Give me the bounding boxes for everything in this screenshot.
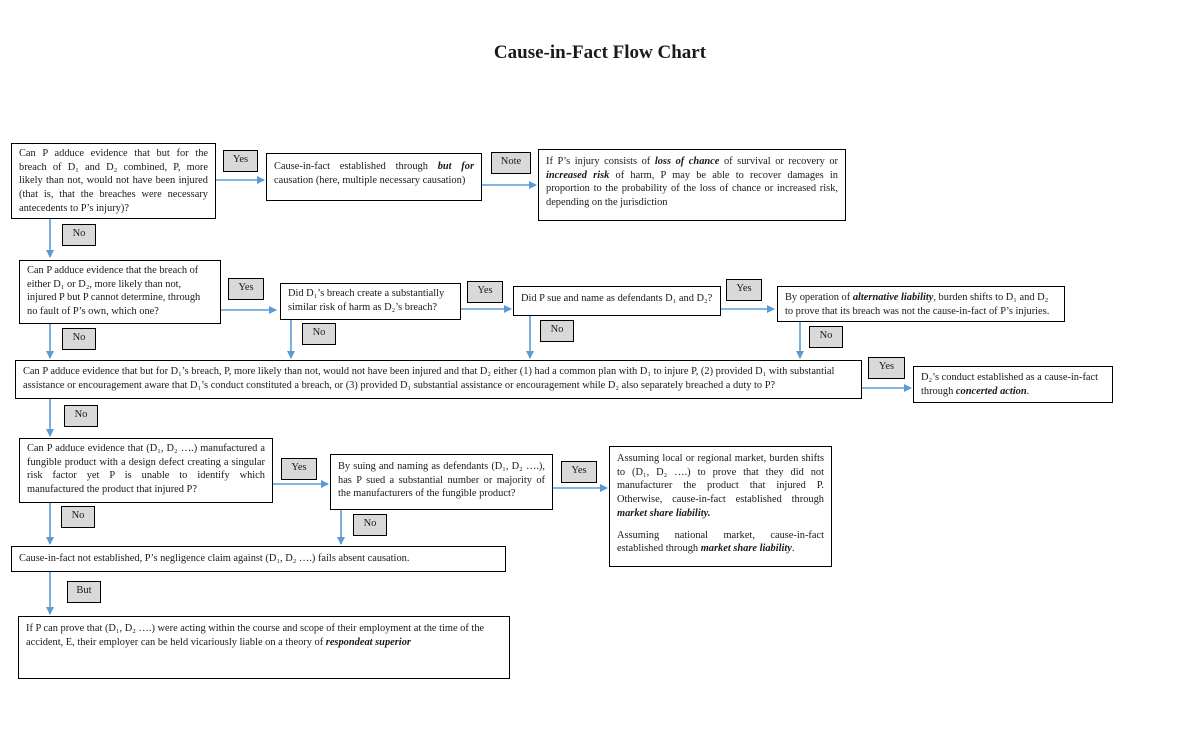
label-no-r2: No xyxy=(809,326,843,348)
vic-text-pre: If P can prove that (D₁, D₂ ….) were act… xyxy=(26,623,485,648)
node-vicarious-liability: If P can prove that (D₁, D₂ ….) were act… xyxy=(18,616,510,679)
label-no-q3: No xyxy=(64,405,98,427)
label-no-q2c: No xyxy=(540,320,574,342)
node-note-loss-of-chance: If P’s injury consists of loss of chance… xyxy=(538,149,846,221)
label-yes-q2c: Yes xyxy=(726,279,762,301)
node-r2-alternative-liability: By operation of alternative liability, b… xyxy=(777,286,1065,322)
r4-b-text-post: . xyxy=(791,543,795,555)
r2-text-post: , burden shifts to D₁ and D₂ to prove th… xyxy=(785,292,1050,317)
label-no-q1: No xyxy=(62,224,96,246)
label-no-q4b: No xyxy=(353,514,387,536)
r1-text-pre: Cause-in-fact established through xyxy=(274,161,438,172)
r4-b-text-emphasis: market share liability xyxy=(700,543,792,555)
r4-b-text-pre: Assuming national market, cause-in-fact … xyxy=(617,529,824,555)
label-no-q2: No xyxy=(62,328,96,350)
node-fail-no-causation: Cause-in-fact not established, P’s negli… xyxy=(11,546,506,572)
node-q3-concerted-action: Can P adduce evidence that but for D₁’s … xyxy=(15,360,862,399)
note-text-c: of harm, P may be able to recover damage… xyxy=(546,169,839,209)
label-yes-q3: Yes xyxy=(868,357,905,379)
label-no-q4: No xyxy=(61,506,95,528)
label-yes-q1: Yes xyxy=(223,150,258,172)
label-no-q2b: No xyxy=(302,323,336,345)
r3-text-post: . xyxy=(1026,385,1030,397)
note-text-emphasis-2: increased risk xyxy=(546,169,610,181)
label-yes-q2b: Yes xyxy=(467,281,503,303)
vic-text-emphasis: respondeat superior xyxy=(325,636,411,648)
note-text-emphasis-1: loss of chance xyxy=(654,156,720,167)
label-yes-q4: Yes xyxy=(281,458,317,480)
r2-text-emphasis: alternative liability xyxy=(852,292,934,303)
r3-text-emphasis: concerted action xyxy=(955,385,1027,397)
r4-a-text-emphasis: market share liability. xyxy=(617,507,711,519)
label-but: But xyxy=(67,581,101,603)
note-text-a: If P’s injury consists of xyxy=(546,156,655,167)
node-r4-market-share: Assuming local or regional market, burde… xyxy=(609,446,832,567)
chart-title: Cause-in-Fact Flow Chart xyxy=(493,42,707,63)
node-q4b-substantial-share: By suing and naming as defendants (D₁, D… xyxy=(330,454,553,510)
node-r1-but-for-established: Cause-in-fact established through but fo… xyxy=(266,153,482,201)
label-note: Note xyxy=(491,152,531,174)
r2-text-pre: By operation of xyxy=(785,292,853,303)
r1-text-emphasis: but for xyxy=(437,161,474,172)
node-q2c-sued-both: Did P sue and name as defendants D₁ and … xyxy=(513,286,721,316)
node-r3-concerted-action: D₂’s conduct established as a cause-in-f… xyxy=(913,366,1113,403)
node-q2b-similar-risk: Did D₁’s breach create a substantially s… xyxy=(280,283,461,320)
label-yes-q2: Yes xyxy=(228,278,264,300)
r3-text-pre: D₂’s conduct established as a cause-in-f… xyxy=(921,372,1099,397)
node-q2-alternative: Can P adduce evidence that the breach of… xyxy=(19,260,221,324)
r1-text-post: causation (here, multiple necessary caus… xyxy=(274,174,466,186)
node-q1-but-for: Can P adduce evidence that but for the b… xyxy=(11,143,216,219)
label-yes-q4b: Yes xyxy=(561,461,597,483)
r4-a-text-pre: Assuming local or regional market, burde… xyxy=(617,453,824,506)
note-text-b: of survival or recovery or xyxy=(719,156,838,167)
node-q4-fungible-product: Can P adduce evidence that (D₁, D₂ ….) m… xyxy=(19,438,273,503)
